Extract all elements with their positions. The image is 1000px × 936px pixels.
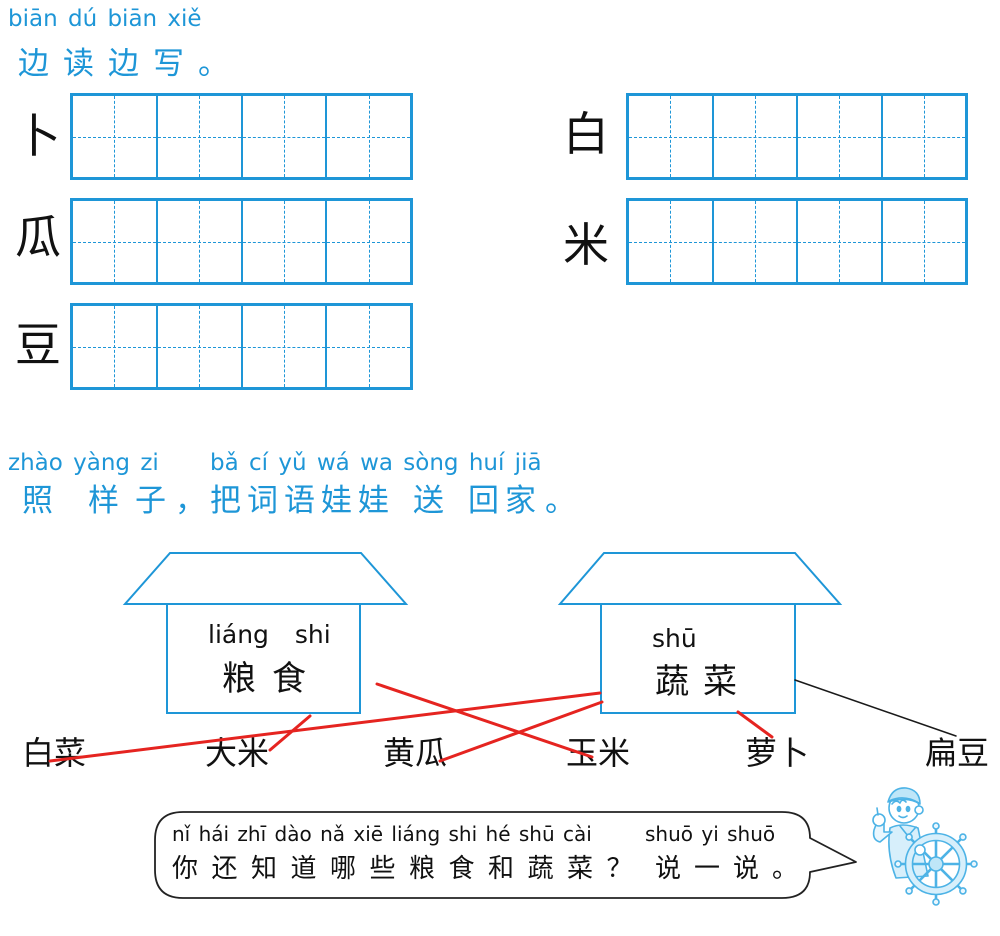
speech-bubble [154, 811, 857, 899]
bubble-question: 你还知道哪些粮食和蔬菜？ [172, 854, 647, 884]
section2-title-part: 照 [22, 483, 53, 519]
word-card: 萝卜 [745, 734, 810, 772]
grid-cell [629, 96, 712, 177]
grid-cell [240, 201, 326, 282]
grid-cell [240, 306, 326, 387]
section2-title-part: 子， [135, 483, 215, 519]
section2-title-part: 把词语娃娃 [210, 483, 395, 519]
tianzige-row [626, 198, 968, 285]
grid-cell [711, 201, 797, 282]
bubble-pinyin-prompt: shuō yi shuō [645, 822, 776, 846]
grid-cell [880, 96, 966, 177]
grid-cell [325, 306, 410, 387]
grid-cell [325, 201, 410, 282]
ship-wheel-icon [894, 822, 978, 906]
tianzige-row [70, 93, 413, 180]
section1-title: 边读边写。 [18, 46, 243, 82]
grid-cell [155, 306, 241, 387]
section2-title-part: 样 [88, 483, 119, 519]
word-card: 大米 [205, 734, 270, 772]
grid-char-label: 米 [563, 218, 609, 272]
section2-title-part: 回 [468, 483, 499, 519]
house-roof [557, 552, 843, 605]
section2-pinyin-instruction: bǎ cí yǔ wá wa sòng huí jiā [210, 450, 542, 476]
grid-cell [240, 96, 326, 177]
grid-cell [73, 201, 156, 282]
word-card: 白菜 [22, 734, 87, 772]
section2-title-part: 家。 [505, 483, 585, 519]
grid-cell [73, 96, 156, 177]
mascot-hand [914, 844, 926, 856]
grid-cell [325, 96, 410, 177]
bubble-prompt: 说一说。 [655, 854, 812, 884]
word-card: 玉米 [566, 734, 631, 772]
grid-cell [711, 96, 797, 177]
grid-char-label: 豆 [15, 318, 61, 372]
house-body [600, 603, 796, 714]
section1-pinyin: biān dú biān xiě [8, 6, 202, 32]
word-card: 黄瓜 [383, 734, 448, 772]
grid-cell [796, 201, 881, 282]
section2-pinyin-example: zhào yàng zi [8, 450, 159, 476]
grid-cell [155, 201, 241, 282]
tianzige-row [626, 93, 968, 180]
house-grain-label: 粮食 [222, 659, 322, 699]
grid-cell [796, 96, 881, 177]
bubble-pinyin-question: nǐ hái zhī dào nǎ xiē liáng shi hé shū c… [172, 822, 592, 846]
mascot-head [887, 787, 924, 824]
house-vegetable-label: 蔬菜 [655, 662, 751, 702]
house-grain-pinyin: liáng shi [208, 620, 331, 649]
grid-cell [155, 96, 241, 177]
house-vegetable-pinyin: shū [652, 624, 697, 653]
grid-char-label: 卜 [15, 109, 61, 163]
tianzige-row [70, 198, 413, 285]
grid-cell [73, 306, 156, 387]
house-roof [122, 552, 409, 605]
grid-cell [880, 201, 966, 282]
tianzige-row [70, 303, 413, 390]
grid-char-label: 白 [563, 107, 609, 161]
boy-steering-wheel-icon [872, 787, 978, 906]
section2-title-part: 送 [413, 483, 444, 519]
word-card: 扁豆 [925, 734, 990, 772]
house-vegetable [557, 552, 843, 714]
grid-char-label: 瓜 [15, 210, 61, 264]
grid-cell [629, 201, 712, 282]
